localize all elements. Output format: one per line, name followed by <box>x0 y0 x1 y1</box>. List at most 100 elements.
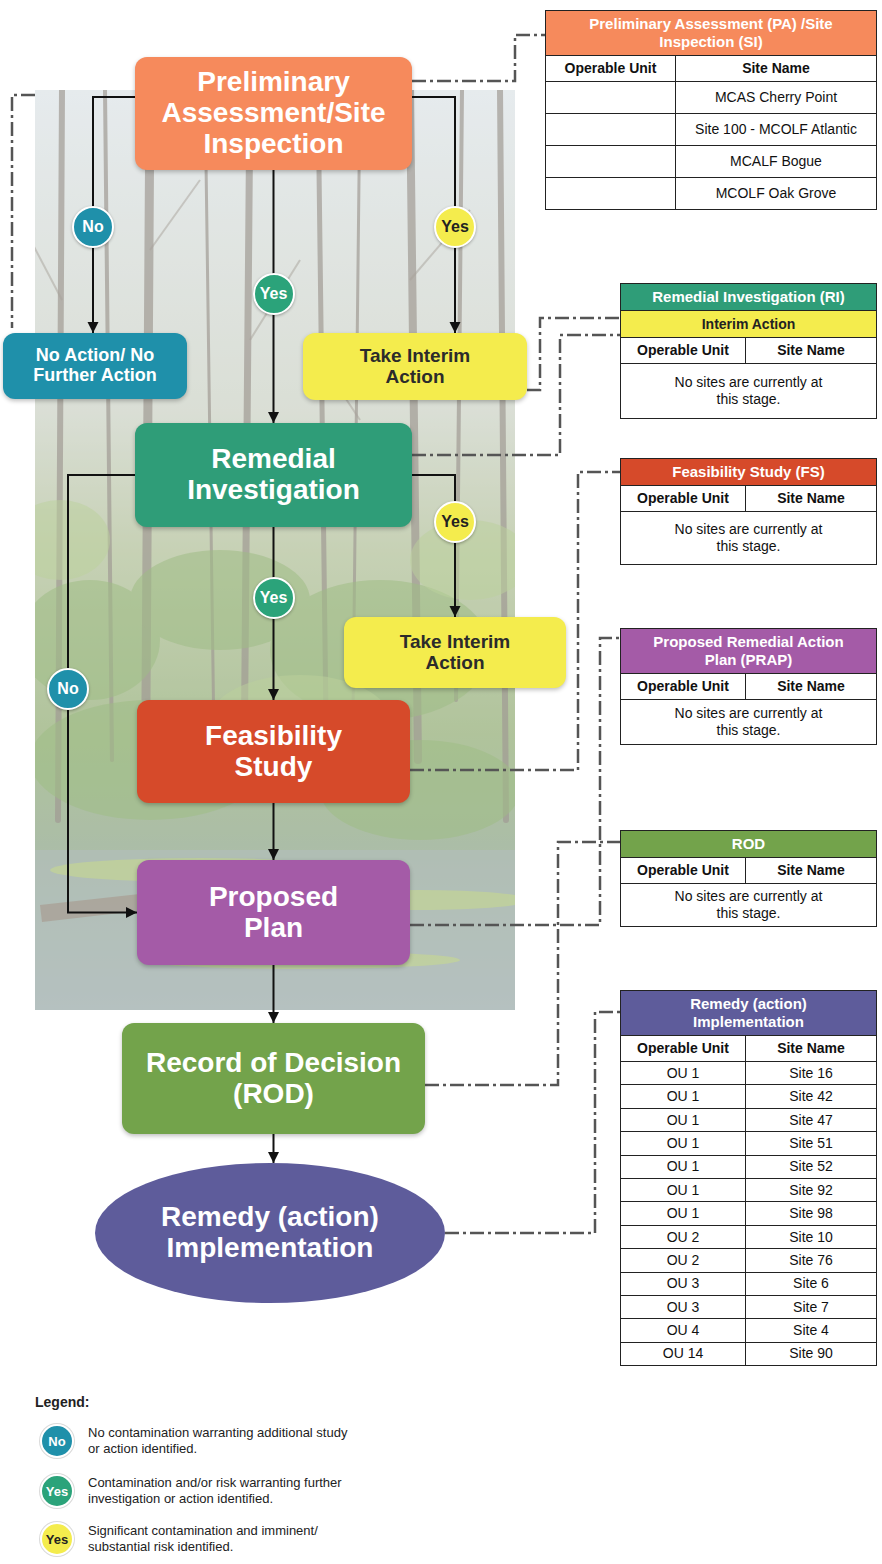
table-title: Preliminary Assessment (PA) /Site Inspec… <box>586 15 836 51</box>
table-cell-text: Site 100 - MCOLF Atlantic <box>695 121 857 138</box>
table-cell: Site 10 <box>746 1226 876 1248</box>
node-label: Remedy (action) Implementation <box>145 1202 395 1264</box>
arrow-head <box>268 689 279 700</box>
table-row: No sites are currently at this stage. <box>621 512 876 564</box>
table-row: OU 1Site 52 <box>621 1156 876 1179</box>
table-header: Interim Action <box>621 311 876 338</box>
process-box: Record of Decision (ROD) <box>122 1023 425 1134</box>
table-cell: Site 42 <box>746 1085 876 1107</box>
table-title: Remedy (action) Implementation <box>674 995 824 1031</box>
arrow-head <box>450 606 461 617</box>
table-cell: Site 7 <box>746 1296 876 1318</box>
table-row: Operable Unit Site Name <box>546 56 876 82</box>
node-label: Take Interim Action <box>388 632 523 674</box>
table-note: No sites are currently at this stage. <box>664 521 834 555</box>
table-cell-text: OU 3 <box>667 1299 700 1316</box>
table-row: OU 3 Site 7 <box>621 1296 876 1319</box>
table-cell: Operable Unit <box>546 56 676 81</box>
decision-badge: Yes <box>434 501 476 543</box>
table-row: Operable UnitSite Name <box>621 858 876 884</box>
terminal-box: No Action/ No Further Action <box>3 333 187 399</box>
table-cell: Site 76 <box>746 1249 876 1271</box>
table-row: OU 1 Site 92 <box>621 1179 876 1202</box>
table-row: Site 100 - MCOLF Atlantic <box>546 114 876 146</box>
table-cell-text: OU 1 <box>667 1182 700 1199</box>
table-cell-text: OU 1 <box>667 1088 700 1105</box>
table-cell-text: MCAS Cherry Point <box>715 89 837 106</box>
table-cell-text: Operable Unit <box>637 490 729 507</box>
table-row: No sites are currently at this stage. <box>621 884 876 926</box>
table-cell: Site 98 <box>746 1202 876 1224</box>
table-cell-text: OU 1 <box>667 1112 700 1129</box>
status-table: Feasibility Study (FS) Operable Unit Site … <box>620 458 877 565</box>
table-cell-text: Site 10 <box>789 1229 833 1246</box>
terminal-ellipse: Remedy (action) Implementation <box>95 1163 445 1303</box>
edge-label: No <box>82 219 103 235</box>
node-label: Preliminary Assessment/Site Inspection <box>143 67 405 159</box>
table-row: Operable Unit Site Name <box>621 338 876 364</box>
leader-line <box>527 318 620 390</box>
table-cell-text: OU 1 <box>667 1135 700 1152</box>
table-cell-text: Site 90 <box>789 1345 833 1362</box>
table-row: OU 1Site 51 <box>621 1132 876 1155</box>
arrow-head <box>450 322 461 333</box>
table-cell-text: Site Name <box>777 1040 845 1057</box>
table-cell: OU 1 <box>621 1062 746 1084</box>
table-title: Feasibility Study (FS) <box>672 463 825 481</box>
table-row: MCOLF Oak Grove <box>546 178 876 209</box>
table-cell: MCALF Bogue <box>676 146 876 177</box>
table-cell-text: Site 6 <box>793 1275 829 1292</box>
table-cell-text: Site Name <box>777 342 845 359</box>
table-row: No sites are currently at this stage. <box>621 364 876 418</box>
table-row: OU 1 Site 47 <box>621 1109 876 1132</box>
table-cell-text: OU 1 <box>667 1205 700 1222</box>
decision-badge: Yes <box>434 206 476 248</box>
table-cell-text: Site 47 <box>789 1112 833 1129</box>
table-cell: Site 47 <box>746 1109 876 1131</box>
table-cell: Site Name <box>746 858 876 883</box>
table-cell: Site 92 <box>746 1179 876 1201</box>
table-cell: OU 3 <box>621 1273 746 1295</box>
table-cell-text: Site 98 <box>789 1205 833 1222</box>
status-table: Remedial Investigation (RI)Interim Actio… <box>620 283 877 419</box>
edge-label: Yes <box>260 590 288 606</box>
table-cell: Site 4 <box>746 1319 876 1341</box>
table-cell-text: Site 92 <box>789 1182 833 1199</box>
table-cell: Operable Unit <box>621 1036 746 1061</box>
table-cell: Operable Unit <box>621 858 746 883</box>
node-label: Take Interim Action <box>348 346 483 388</box>
ellipse-shape <box>95 1163 445 1303</box>
node-label: Proposed Plan <box>184 882 364 944</box>
process-box: Preliminary Assessment/Site Inspection <box>135 57 412 170</box>
node-label: No Action/ No Further Action <box>10 346 180 386</box>
table-header: Preliminary Assessment (PA) /Site Inspec… <box>546 11 876 56</box>
table-header: Remedy (action) Implementation <box>621 991 876 1036</box>
table-cell: Operable Unit <box>621 338 746 363</box>
table-header: Proposed Remedial Action Plan (PRAP) <box>621 629 876 674</box>
table-cell: OU 1 <box>621 1156 746 1178</box>
table-cell-text: OU 1 <box>667 1065 700 1082</box>
decision-badge: Yes <box>253 273 295 315</box>
table-cell: OU 2 <box>621 1226 746 1248</box>
legend-swatch: Yes <box>40 1522 74 1556</box>
table-row: Operable UnitSite Name <box>621 674 876 700</box>
table-cell: OU 1 <box>621 1202 746 1224</box>
table-cell <box>546 146 676 177</box>
legend-symbol: Yes <box>46 1533 68 1546</box>
table-row: OU 3 Site 6 <box>621 1273 876 1296</box>
table-cell: Operable Unit <box>621 674 746 699</box>
edge-label: Yes <box>441 514 469 530</box>
table-note: No sites are currently at this stage. <box>664 374 834 408</box>
table-cell <box>546 82 676 113</box>
table-cell-text: Operable Unit <box>637 1040 729 1057</box>
action-box: Take Interim Action <box>344 617 566 688</box>
edge-label: Yes <box>260 286 288 302</box>
table-cell: Site Name <box>746 486 876 511</box>
table-cell: Site Name <box>676 56 876 81</box>
table-row: OU 2Site 76 <box>621 1249 876 1272</box>
arrow-head <box>126 907 137 918</box>
decision-badge: Yes <box>253 577 295 619</box>
table-cell-text: Operable Unit <box>565 60 657 77</box>
table-row: OU 4Site 4 <box>621 1319 876 1342</box>
table-row: Operable Unit Site Name <box>621 1036 876 1062</box>
